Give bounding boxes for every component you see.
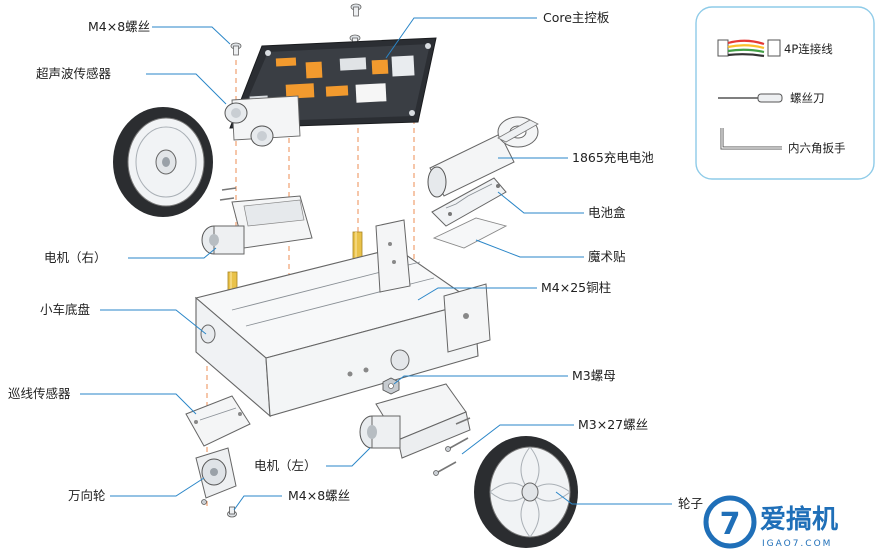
logo-watermark: 7 爱搞机 IGAO7.COM [703, 495, 838, 549]
screw-m4x8-top-2 [350, 3, 362, 17]
label-screwdriver: 螺丝刀 [790, 91, 825, 105]
label-motor-right: 电机（右） [44, 250, 107, 265]
line-tracking-sensor [185, 395, 251, 447]
battery-box [431, 177, 507, 227]
caster-wheel [195, 447, 237, 505]
label-chassis: 小车底盘 [40, 302, 90, 317]
screw-m4x8-top-1 [230, 42, 242, 56]
label-copper-pillar: M4×25铜柱 [541, 280, 611, 295]
tools-panel: 4P连接线 螺丝刀 内六角扳手 [695, 6, 875, 180]
label-nut-m3: M3螺母 [572, 368, 616, 383]
logo-domain: IGAO7.COM [762, 539, 832, 549]
label-wheel: 轮子 [678, 496, 703, 511]
label-hex-wrench: 内六角扳手 [788, 141, 846, 155]
label-screw-m3x27: M3×27螺丝 [578, 417, 648, 432]
logo-mark: 7 [720, 507, 741, 542]
logo-name: 爱搞机 [760, 504, 838, 535]
label-core-board: Core主控板 [543, 10, 610, 25]
ultrasonic-sensor [224, 95, 301, 147]
label-motor-left: 电机（左） [254, 458, 317, 473]
wheel-right [113, 107, 213, 217]
label-battery-box: 电池盒 [588, 205, 626, 220]
label-velcro: 魔术贴 [588, 249, 626, 264]
screwdriver-icon [718, 93, 783, 103]
label-line-sensor: 巡线传感器 [8, 386, 71, 401]
car-chassis [194, 219, 491, 418]
label-ultrasonic-sensor: 超声波传感器 [36, 66, 112, 81]
nut-m3 [382, 377, 400, 395]
velcro [432, 217, 508, 249]
label-battery-1865: 1865充电电池 [572, 150, 654, 165]
hex-wrench-icon [720, 128, 782, 150]
motor-right [201, 187, 313, 255]
battery-1865 [427, 133, 515, 198]
motor-left [359, 383, 471, 459]
label-caster: 万向轮 [68, 488, 106, 503]
part-labels: M4×8螺丝 超声波传感器 Core主控板 1865充电电池 电池盒 魔术贴 电… [8, 10, 703, 511]
wheel-left [474, 436, 578, 548]
leader-lines [80, 17, 672, 511]
label-screw-m4x8-top: M4×8螺丝 [88, 19, 150, 34]
label-screw-m4x8-bottom: M4×8螺丝 [288, 488, 350, 503]
screw-m3x27 [433, 437, 469, 476]
battery-ring-clip [497, 116, 539, 148]
label-connector: 4P连接线 [784, 42, 833, 56]
screw-m4x8-bottom [227, 506, 237, 518]
connector-cable-icon [717, 39, 781, 58]
